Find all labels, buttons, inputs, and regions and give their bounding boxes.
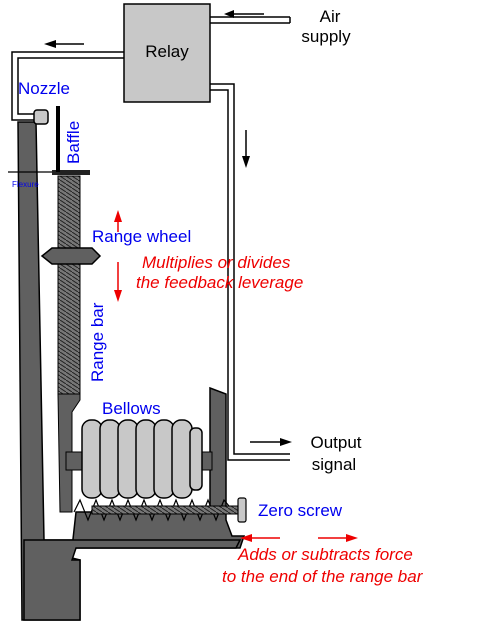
range-wheel-up-arrow — [114, 210, 122, 232]
zero-screw-right-arrow — [318, 534, 358, 542]
range-wheel-label: Range wheel — [92, 227, 191, 246]
zero-screw-head — [237, 497, 247, 523]
frame-base — [23, 539, 242, 621]
bellows-label: Bellows — [102, 399, 161, 418]
zero-screw-note-line1: Adds or subtracts force — [237, 545, 413, 564]
range-wheel-note-line1: Multiplies or divides — [142, 253, 291, 272]
nozzle — [33, 109, 49, 125]
bellows — [81, 419, 203, 499]
air-supply-arrow — [224, 10, 264, 18]
relay-label: Relay — [145, 42, 189, 61]
range-wheel-down-arrow — [114, 262, 122, 302]
output-signal-label-line2: signal — [312, 455, 356, 474]
relay-to-nozzle-arrow — [44, 40, 84, 48]
range-bar-threads — [57, 175, 81, 395]
air-supply-label-line2: supply — [301, 27, 351, 46]
downward-signal-arrow — [242, 130, 250, 168]
zero-screw-left-arrow — [240, 534, 280, 542]
flexure-label: Flexure — [12, 180, 39, 189]
zero-screw-label: Zero screw — [258, 501, 343, 520]
baffle-label: Baffle — [64, 121, 83, 164]
nozzle-label: Nozzle — [18, 79, 70, 98]
baffle — [56, 106, 60, 172]
air-supply-line — [210, 16, 291, 24]
air-supply-label-line1: Air — [320, 7, 341, 26]
output-signal-arrow — [250, 438, 292, 446]
range-wheel — [40, 247, 102, 265]
zero-screw-note-line2: to the end of the range bar — [222, 567, 424, 586]
range-bar-label: Range bar — [88, 302, 107, 382]
output-signal-label-line1: Output — [310, 433, 361, 452]
range-wheel-note-line2: the feedback leverage — [136, 273, 303, 292]
zero-screw-shaft — [91, 505, 241, 515]
flexure-block — [52, 170, 90, 175]
bellows-rod-left — [65, 451, 83, 471]
relay-to-nozzle-tube — [11, 51, 124, 121]
relay-box — [123, 3, 211, 103]
relay-output-tube — [210, 83, 290, 461]
